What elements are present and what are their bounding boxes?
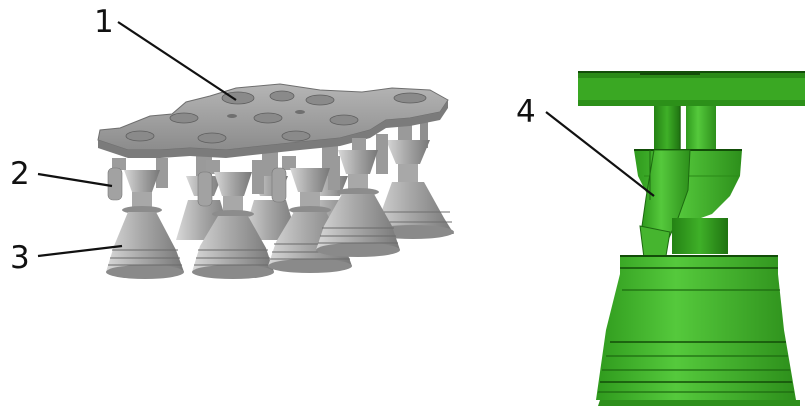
leader-line-4 <box>545 111 655 197</box>
engine-cluster-render <box>97 83 454 279</box>
engine-front-middle-left <box>192 160 274 279</box>
green-nozzle-bell <box>596 255 800 406</box>
leader-line-3 <box>37 244 123 258</box>
callout-number-1: 1 <box>94 4 114 40</box>
callout-number-3: 3 <box>10 240 30 276</box>
callout-numbers: 1 2 3 4 <box>10 4 536 276</box>
green-throat <box>672 218 728 254</box>
front-row-engines <box>106 134 400 279</box>
engine-front-right <box>316 134 400 257</box>
engine-detail-render <box>578 71 805 406</box>
green-top-plate <box>578 71 805 106</box>
callout-leaders <box>37 21 655 258</box>
callout-number-2: 2 <box>10 156 30 192</box>
callout-number-4: 4 <box>516 94 536 130</box>
leader-line-1 <box>117 21 237 101</box>
leader-line-2 <box>37 172 113 188</box>
green-struts <box>654 106 716 152</box>
engine-front-left <box>106 158 184 279</box>
